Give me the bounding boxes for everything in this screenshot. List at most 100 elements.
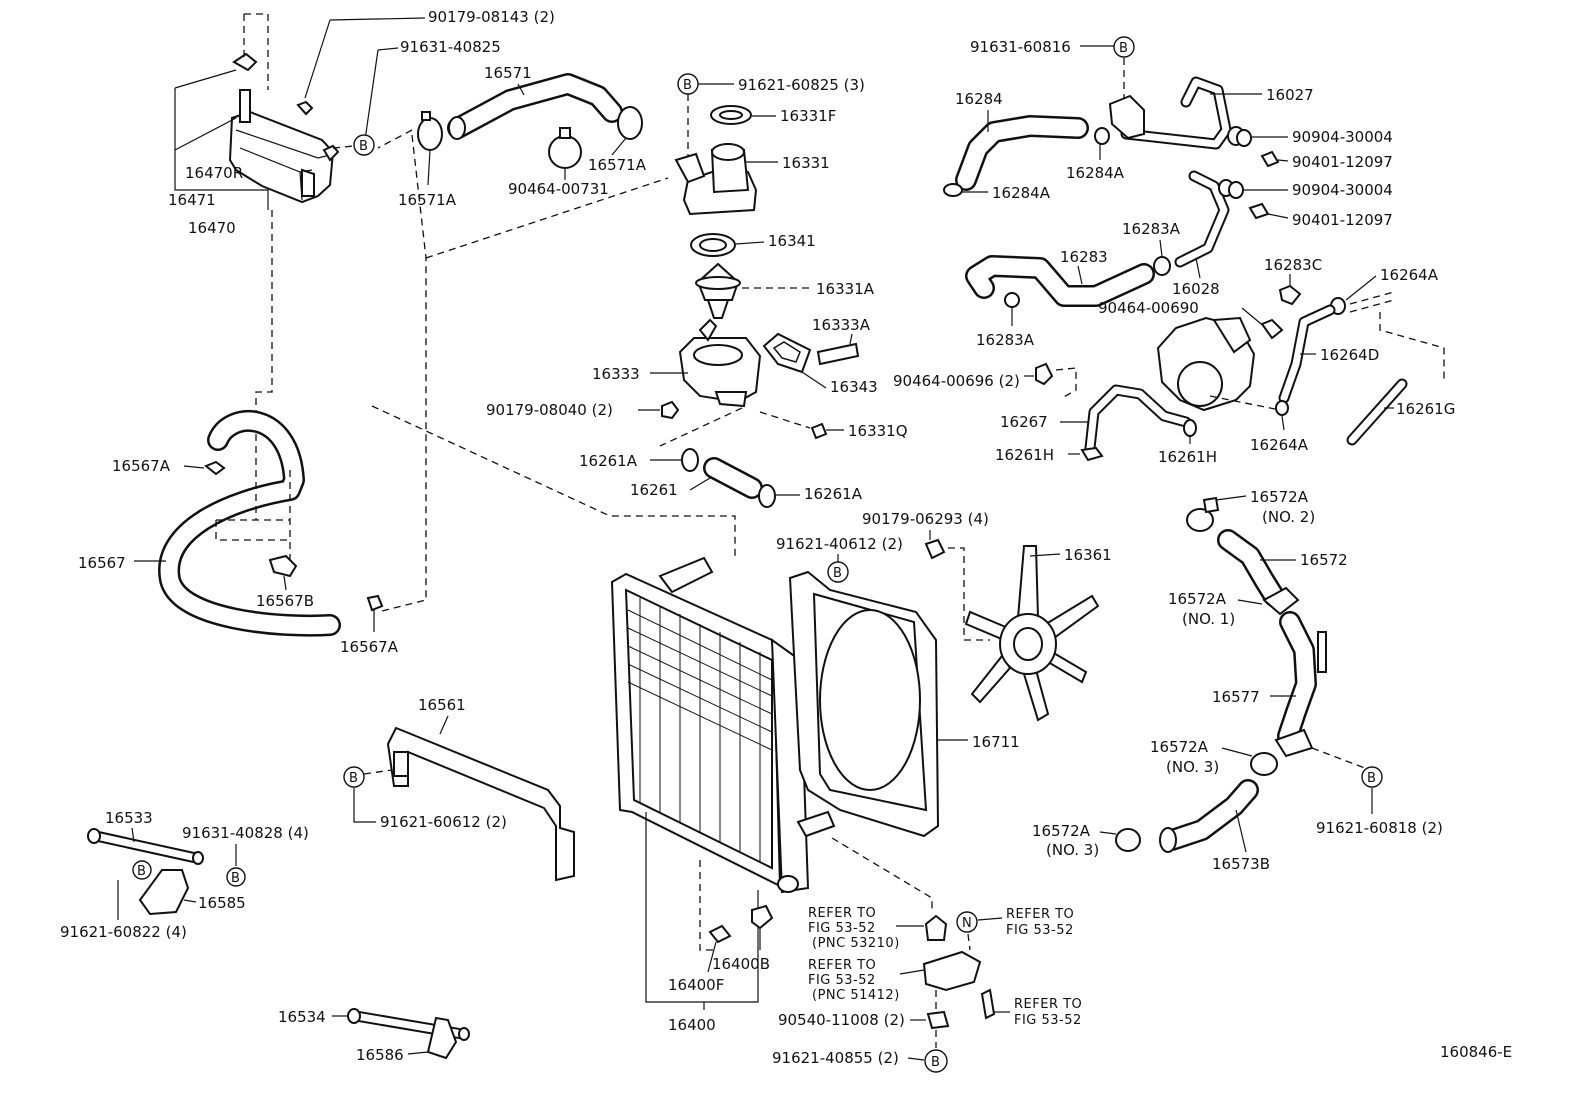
callout-b: B <box>231 871 240 886</box>
clamp-16572A-no3-lower <box>1115 828 1141 852</box>
clamp-16283A-left <box>1004 292 1020 308</box>
clip-16567A-upper <box>204 460 226 476</box>
bracket-16585 <box>138 869 190 916</box>
bypass-hose-16261 <box>703 457 763 499</box>
bracket-16567B <box>268 554 298 578</box>
label-16331A: 16331A <box>816 280 875 298</box>
clamp-16261A-lower <box>758 484 776 508</box>
bolt-callout-circle <box>1361 766 1383 788</box>
pipe-16027 <box>1108 76 1232 150</box>
label-16571A-right: 16571A <box>588 156 647 174</box>
clamp-16264A-lower <box>1275 400 1289 416</box>
rod-16533 <box>87 828 204 865</box>
callout-b: B <box>931 1055 940 1070</box>
clamp-16284A-left <box>943 183 963 197</box>
refer-to-1a: REFER TO <box>808 906 876 921</box>
gasket-90904-30004-lower <box>1218 179 1244 199</box>
label-16567: 16567 <box>78 554 126 572</box>
label-16284A-right: 16284A <box>1066 164 1125 182</box>
label-90904-30004-upper: 90904-30004 <box>1292 128 1393 146</box>
label-16571A-left: 16571A <box>398 191 457 209</box>
callout-b: B <box>137 864 146 879</box>
clip-90464-00696 <box>1035 362 1054 386</box>
label-16331: 16331 <box>782 154 830 172</box>
hose-16267 <box>1084 384 1192 454</box>
label-16400: 16400 <box>668 1016 716 1034</box>
bolt-callout-circle <box>226 867 246 887</box>
label-16028: 16028 <box>1172 280 1220 298</box>
label-no1: (NO. 1) <box>1182 610 1235 628</box>
bracket-51412 <box>922 950 982 992</box>
label-16400B: 16400B <box>712 955 770 973</box>
label-16283: 16283 <box>1060 248 1108 266</box>
bolt-16331Q <box>810 422 828 440</box>
clamp-16261A-upper <box>681 448 699 472</box>
bolt-callout-circle <box>1113 36 1135 58</box>
label-91631-60816: 91631-60816 <box>970 38 1071 56</box>
refer-to-4a: REFER TO <box>1014 997 1082 1012</box>
bolt-ref4 <box>980 988 996 1020</box>
callout-b: B <box>833 566 842 581</box>
callout-b: B <box>349 771 358 786</box>
refer-to-2a: REFER TO <box>1006 907 1074 922</box>
label-16567A-upper: 16567A <box>112 457 171 475</box>
label-90904-30004-lower: 90904-30004 <box>1292 181 1393 199</box>
clamp-90464-00731 <box>548 127 582 169</box>
label-16283C: 16283C <box>1264 256 1322 274</box>
label-16261A-upper: 16261A <box>579 452 638 470</box>
bolt-callout-circle <box>132 860 152 880</box>
label-16471: 16471 <box>168 191 216 209</box>
hose-16284 <box>955 115 1089 191</box>
clamp-16284A-right <box>1094 127 1110 145</box>
refer-to-2b: FIG 53-52 <box>1006 923 1074 938</box>
hose-16572 <box>1217 529 1285 607</box>
label-90540-11008: 90540-11008 (2) <box>778 1011 905 1029</box>
bolt-callout-circle <box>924 1049 948 1073</box>
label-16283A-right: 16283A <box>1122 220 1181 238</box>
callout-b: B <box>1119 41 1128 56</box>
cushion-90540-11008 <box>926 1010 950 1030</box>
label-16573B: 16573B <box>1212 855 1270 873</box>
label-16572A-no3-upper: 16572A <box>1150 738 1209 756</box>
drain-plug-16400B <box>751 904 774 930</box>
fan-shroud-16711 <box>788 570 940 838</box>
label-16264D: 16264D <box>1320 346 1379 364</box>
label-16264A-upper: 16264A <box>1380 266 1439 284</box>
callout-n-circle <box>956 911 978 933</box>
clamp-16283C <box>1278 284 1302 306</box>
clamp-16572A-no2 <box>1186 496 1220 532</box>
water-outlet-16331 <box>674 143 758 216</box>
bolt-90179-06293 <box>924 538 946 560</box>
support-16561 <box>386 726 575 882</box>
bolt-90401-12097-lower <box>1248 202 1270 220</box>
label-91621-60825: 91621-60825 (3) <box>738 76 865 94</box>
refer-to-1c: (PNC 53210) <box>812 936 900 951</box>
label-90401-12097-lower: 90401-12097 <box>1292 211 1393 229</box>
label-16533: 16533 <box>105 809 153 827</box>
gasket-90904-30004-upper <box>1227 126 1252 147</box>
label-90464-00731: 90464-00731 <box>508 180 609 198</box>
label-16572A-no3-lower: 16572A <box>1032 822 1091 840</box>
callout-b: B <box>683 78 692 93</box>
clamp-16572A-no1 <box>1262 586 1300 616</box>
reservoir-tank-16470 <box>228 52 340 204</box>
hose-clamp-16571A-right <box>617 106 643 140</box>
housing-16333 <box>678 318 762 408</box>
clamp-16283A-right <box>1153 256 1171 276</box>
label-16331F: 16331F <box>780 107 836 125</box>
clip-16261H-right <box>1183 419 1197 437</box>
label-no3-upper: (NO. 3) <box>1166 758 1219 776</box>
label-16586: 16586 <box>356 1046 404 1064</box>
label-16361: 16361 <box>1064 546 1112 564</box>
radiator-16400 <box>610 556 836 894</box>
clip-16567A-lower <box>366 594 384 612</box>
label-16572A-no1: 16572A <box>1168 590 1227 608</box>
diagram-id: 160846-E <box>1440 1043 1512 1061</box>
label-16261H-left: 16261H <box>995 446 1054 464</box>
stud-16333A <box>816 342 860 366</box>
label-16567B: 16567B <box>256 592 314 610</box>
hose-clamp-16571A-left <box>417 111 443 151</box>
label-16341: 16341 <box>768 232 816 250</box>
label-16711: 16711 <box>972 733 1020 751</box>
